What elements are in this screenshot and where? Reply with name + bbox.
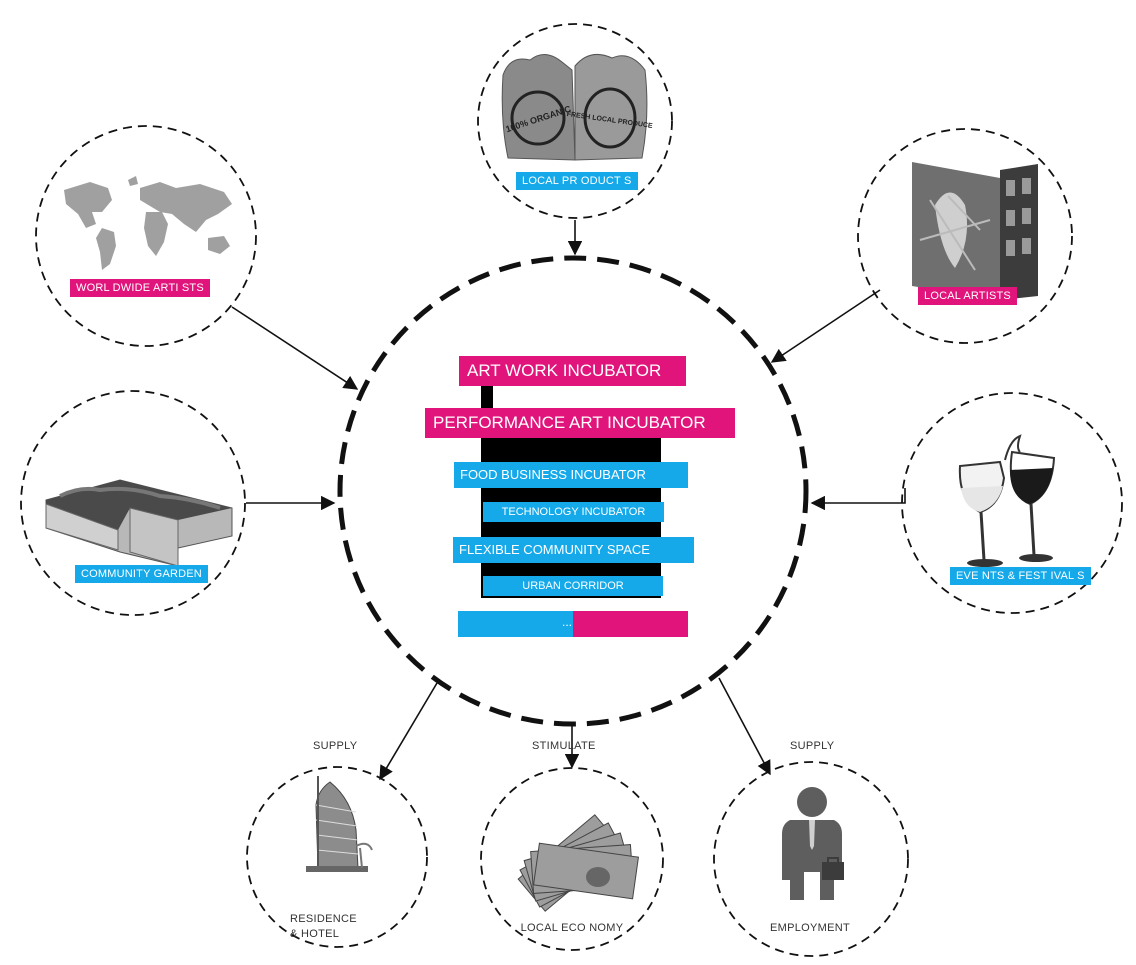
arrow-worldwide-artists (231, 306, 359, 390)
events-festivals-label: EVE NTS & FEST IVAL S (950, 567, 1091, 585)
residence-line: RESIDENCE (290, 913, 357, 925)
supply-flow-left: SUPPLY (313, 740, 358, 752)
organic-bags-photo: 100% ORGANIC FRESH LOCAL PRODUCE (501, 53, 653, 161)
urban-corridor-label: URBAN CORRIDOR (483, 576, 663, 596)
supply-flow-right: SUPPLY (790, 740, 835, 752)
ellipsis-text: ... (562, 615, 573, 629)
local-artists-circle (857, 128, 1073, 344)
arrow-local-artists (770, 289, 881, 363)
wine-glasses-photo (958, 434, 1056, 567)
employment-caption: EMPLOYMENT (769, 922, 850, 934)
stimulate-flow: STIMULATE (532, 740, 596, 752)
central-hub-circle (337, 255, 809, 727)
worldwide-artists-label: WORL DWIDE ARTI STS (70, 279, 210, 297)
employment-circle (713, 761, 909, 957)
food-business-incubator-label: FOOD BUSINESS INCUBATOR (454, 462, 688, 488)
hotel-tower-icon (306, 776, 373, 872)
local-products-circle (477, 23, 673, 219)
mural-building-photo (912, 162, 1038, 300)
flexible-community-space-label: FLEXIBLE COMMUNITY SPACE (453, 537, 694, 563)
community-garden-circle (20, 390, 246, 616)
raised-garden-photo (45, 479, 233, 567)
performance-art-incubator-label: PERFORMANCE ART INCUBATOR (425, 408, 735, 438)
world-map-icon (64, 176, 232, 270)
hotel-line: & HOTEL (290, 928, 340, 940)
local-artists-label: LOCAL ARTISTS (918, 287, 1017, 305)
residence-hotel-circle (246, 766, 428, 948)
residence-hotel-caption: RESIDENCE & HOTEL (290, 912, 370, 942)
arrow-events-festivals (810, 488, 906, 511)
local-economy-caption: LOCAL ECO NOMY (520, 922, 624, 934)
businessman-icon (782, 787, 844, 900)
ellipsis-bar: ... (458, 611, 688, 637)
community-garden-label: COMMUNITY GARDEN (75, 565, 208, 583)
worldwide-artists-circle (35, 125, 257, 347)
art-work-incubator-label: ART WORK INCUBATOR (459, 356, 686, 386)
technology-incubator-label: TECHNOLOGY INCUBATOR (483, 502, 664, 522)
money-stack-icon (517, 814, 640, 912)
local-products-label: LOCAL PR ODUCT S (516, 172, 638, 190)
arrow-employment (718, 677, 771, 776)
arrow-residence-hotel (379, 682, 438, 781)
